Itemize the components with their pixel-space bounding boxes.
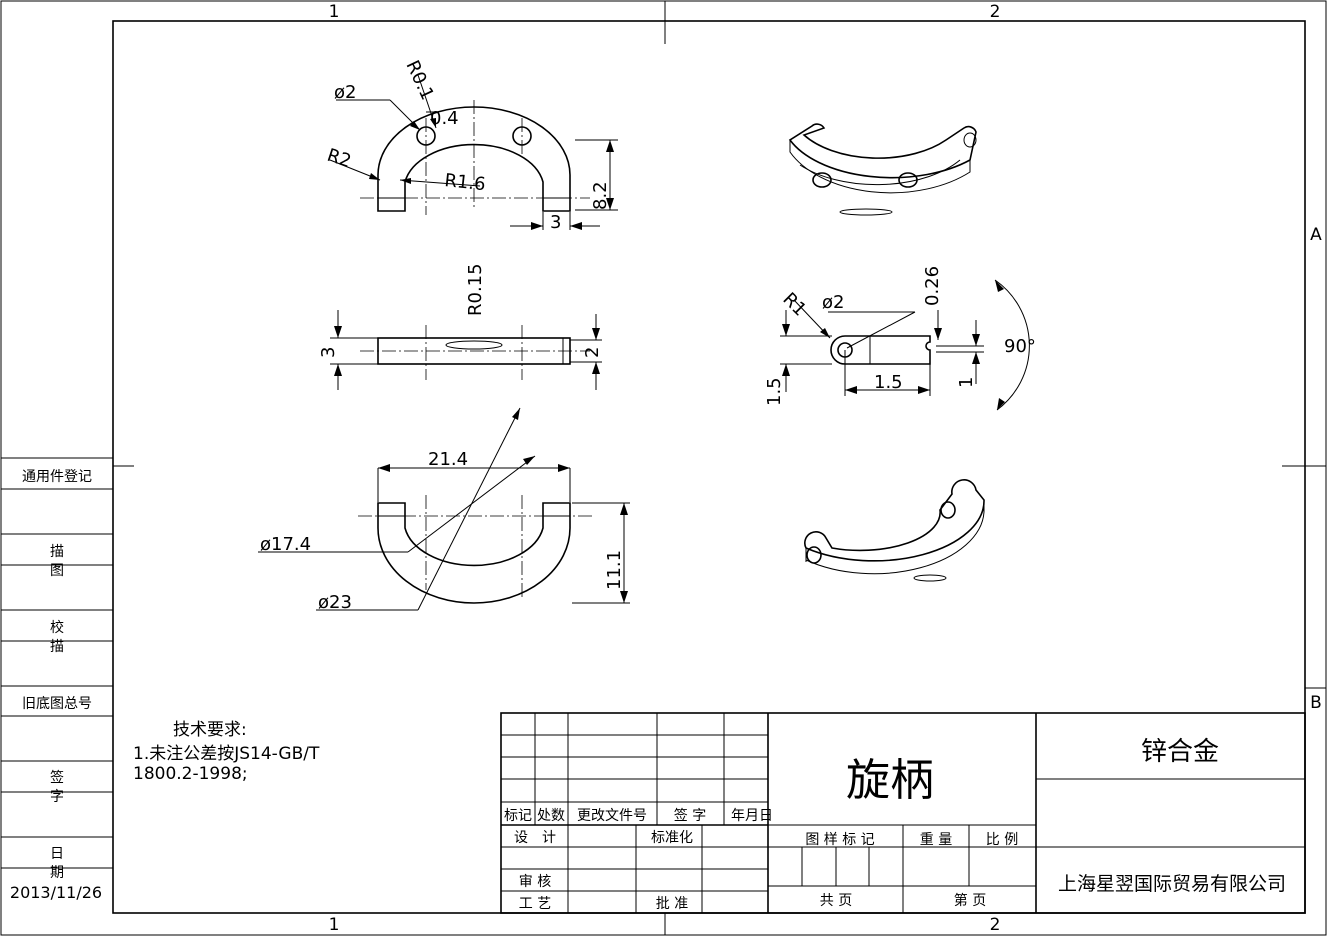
header-mark: 标记: [504, 808, 532, 824]
dim-1: 1: [956, 377, 977, 388]
zone-right-a: A: [1310, 225, 1322, 245]
zone-top-1: 1: [329, 2, 340, 22]
side-detail-view: R1 ø2 0.26 90° 1.5 1.5 1: [764, 266, 1036, 411]
header-count: 处数: [537, 808, 565, 824]
dim-2-thickness: 2: [582, 347, 603, 358]
header-signature: 签 字: [674, 807, 706, 824]
dim-r01: R0.1: [401, 57, 437, 103]
trace-label-1: 描: [50, 544, 64, 560]
company-name: 上海星翌国际贸易有限公司: [1058, 873, 1286, 895]
header-date: 年月日: [731, 808, 773, 824]
dim-dia2-side: ø2: [822, 292, 844, 313]
dim-r16: R1.6: [443, 170, 486, 195]
dim-dia2: ø2: [334, 82, 356, 103]
dim-04: 0.4: [430, 108, 459, 129]
tech-requirements-line1: 1.未注公差按JS14-GB/T: [133, 744, 320, 764]
general-register-label: 通用件登记: [22, 469, 92, 485]
zone-bottom-1: 1: [329, 915, 340, 935]
dim-r1: R1: [778, 289, 810, 321]
dim-15-vertical: 1.5: [764, 377, 785, 406]
approve-label: 批 准: [656, 896, 688, 912]
header-change-doc: 更改文件号: [577, 808, 647, 824]
dim-111: 11.1: [604, 550, 625, 590]
bottom-view: 21.4 ø17.4 ø23 11.1: [258, 407, 630, 613]
date-label-2: 期: [50, 865, 64, 881]
trace-label-2: 图: [50, 563, 64, 579]
middle-view: R0.15 3 2: [318, 263, 603, 390]
dim-3-thickness: 3: [318, 347, 339, 358]
dim-214: 21.4: [428, 449, 468, 470]
design-label: 设 计: [514, 830, 556, 846]
weight-label: 重 量: [920, 832, 952, 848]
review-label: 审 核: [519, 874, 551, 890]
total-pages-label: 共 页: [820, 893, 852, 909]
zone-bottom-2: 2: [990, 915, 1001, 935]
dim-r015: R0.15: [465, 263, 486, 316]
dim-dia174: ø17.4: [260, 534, 311, 555]
signature-label-2: 字: [50, 789, 64, 805]
material: 锌合金: [1141, 737, 1219, 767]
side-panel: 通用件登记 描 图 校 描 旧底图总号 签 字 日 期 2013/11/26: [1, 457, 113, 902]
dim-026: 0.26: [922, 266, 943, 306]
isometric-view-top: [788, 123, 977, 216]
scale-label: 比 例: [986, 832, 1018, 848]
dim-90deg: 90°: [1004, 336, 1036, 357]
sample-mark-label: 图 样 标 记: [805, 832, 874, 848]
date-label-1: 日: [50, 846, 64, 862]
dim-3-width: 3: [550, 212, 561, 233]
dim-dia23: ø23: [318, 592, 352, 613]
tech-requirements-title: 技术要求:: [173, 720, 247, 740]
top-view: ø2 R0.1 0.4 R2 R1.6 8.2 3: [324, 57, 618, 233]
zone-top-2: 2: [990, 2, 1001, 22]
part-name: 旋柄: [846, 755, 934, 806]
isometric-view-bottom: [804, 479, 985, 582]
signature-label-1: 签: [50, 769, 64, 786]
standardization-label: 标准化: [651, 830, 693, 846]
process-label: 工 艺: [519, 896, 551, 912]
check-label-2: 描: [50, 639, 64, 655]
dim-15-horizontal: 1.5: [874, 372, 903, 393]
old-drawing-no-label: 旧底图总号: [22, 696, 92, 712]
sheet-no-label: 第 页: [954, 892, 986, 909]
check-label-1: 校: [50, 619, 64, 636]
date-value: 2013/11/26: [10, 883, 102, 902]
dim-82: 8.2: [590, 181, 611, 210]
title-block: 标记 处数 更改文件号 签 字 年月日 设 计 标准化 审 核 工 艺 批 准 …: [500, 712, 1306, 914]
tech-requirements-line2: 1800.2-1998;: [133, 764, 248, 784]
zone-right-b: B: [1310, 693, 1322, 713]
